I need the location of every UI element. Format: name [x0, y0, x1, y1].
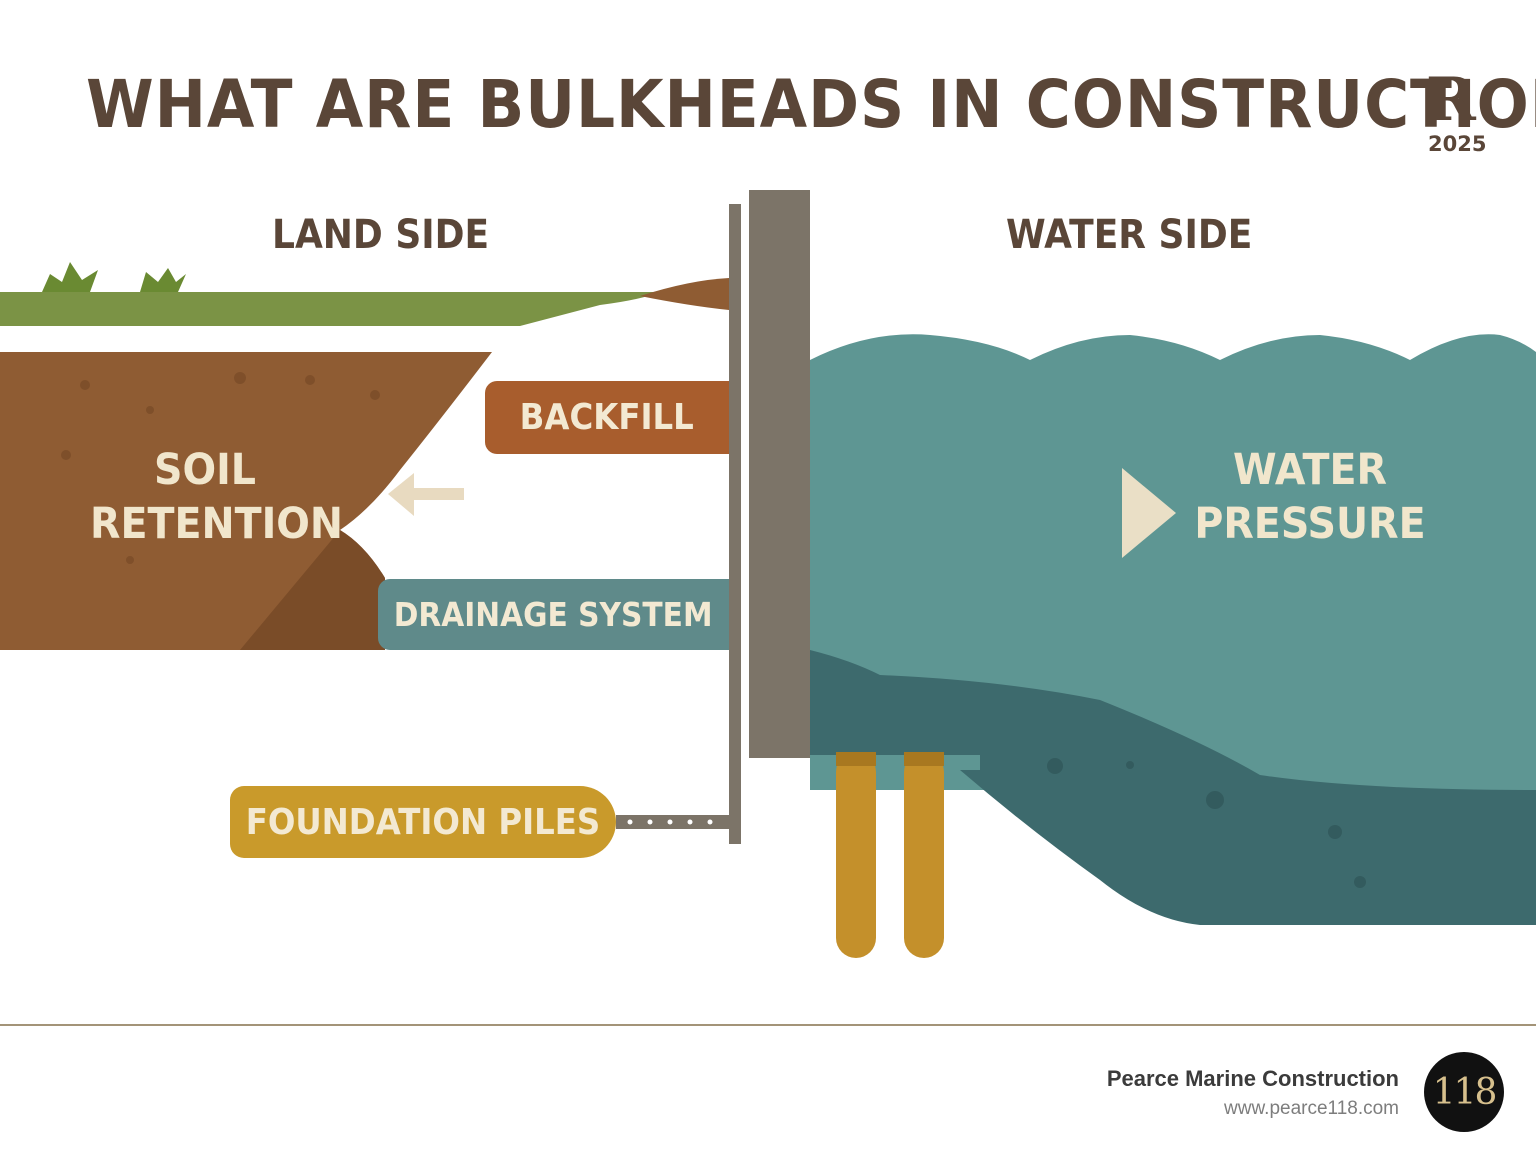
- drainage-system-tag: DRAINAGE SYSTEM: [378, 579, 729, 650]
- water-pressure-label: WATER PRESSURE: [1190, 443, 1429, 551]
- grass-strip: [0, 292, 660, 326]
- soil-retention-label: SOIL RETENTION: [90, 443, 344, 551]
- pressure-label-line-2: PRESSURE: [1194, 499, 1426, 549]
- soil-label-line-2: RETENTION: [90, 499, 344, 549]
- drainage-label: DRAINAGE SYSTEM: [394, 595, 713, 634]
- land-side-label: LAND SIDE: [272, 212, 490, 258]
- badge-number: 118: [1432, 1071, 1498, 1113]
- page-title: WHAT ARE BULKHEADS IN CONSTRUCTION: [86, 66, 1536, 143]
- bulkhead-wall: [749, 190, 810, 758]
- pile-right: [904, 752, 944, 958]
- soil-arrow: [388, 473, 464, 516]
- company-url[interactable]: www.pearce118.com: [1224, 1098, 1399, 1119]
- foundation-piles-tag: FOUNDATION PILES: [230, 786, 616, 858]
- backfill-label: BACKFILL: [519, 397, 695, 438]
- pressure-arrow: [1122, 468, 1176, 558]
- logo-mark: R: [1426, 65, 1476, 135]
- foundation-label: FOUNDATION PILES: [245, 801, 601, 843]
- soil-label-line-1: SOIL: [153, 445, 257, 495]
- seabed: [810, 650, 1536, 925]
- pile-left: [836, 752, 876, 958]
- company-name: Pearce Marine Construction: [1106, 1066, 1399, 1091]
- backfill-tag: BACKFILL: [485, 381, 729, 454]
- water-side-label: WATER SIDE: [1006, 212, 1253, 258]
- pressure-label-line-1: WATER: [1233, 445, 1387, 495]
- water-body: [810, 334, 1536, 790]
- company-badge-logo: 118: [1424, 1052, 1504, 1132]
- logo-year: 2025: [1428, 132, 1487, 156]
- footer-divider: [0, 1024, 1536, 1026]
